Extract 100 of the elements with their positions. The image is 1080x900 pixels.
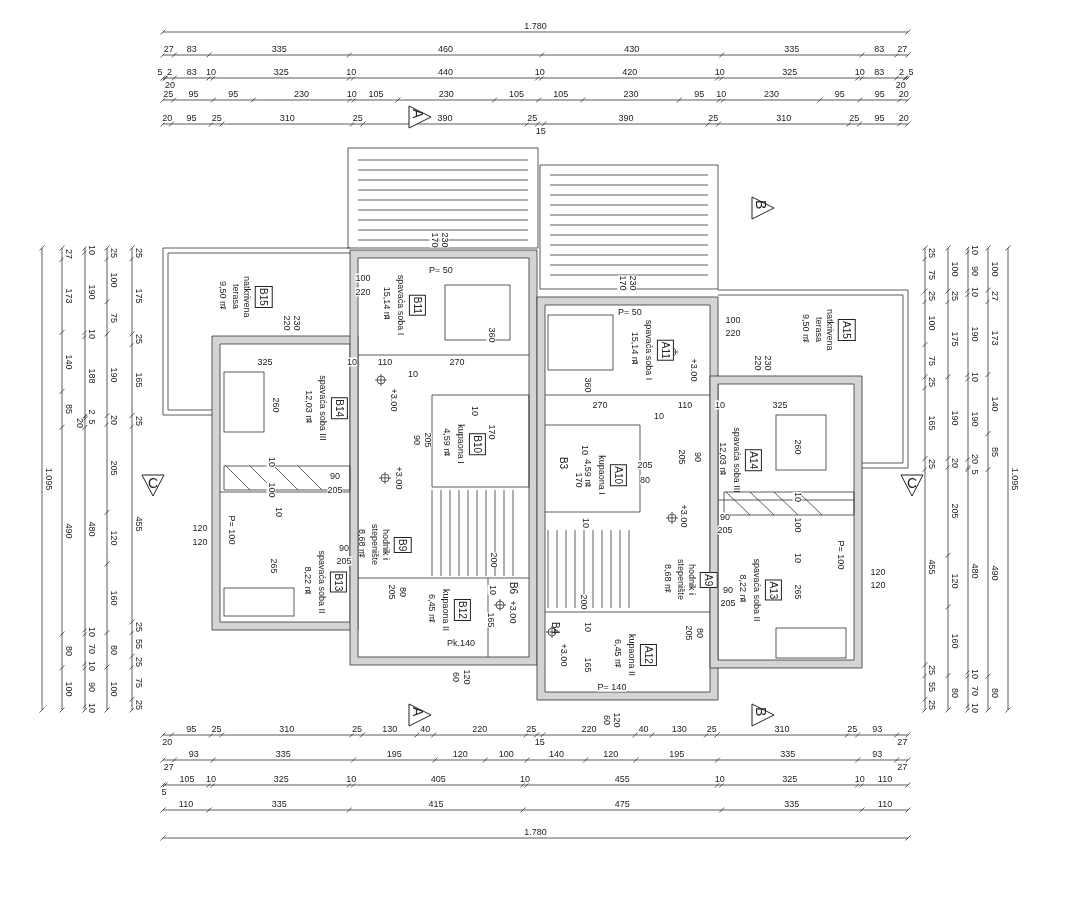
dimension-text: 27 (63, 248, 73, 259)
dimension-text: 110 (877, 799, 893, 809)
dimension-text: 25 (133, 699, 143, 710)
dimension-text: 80 (989, 688, 999, 699)
dimension-text: 10 (579, 445, 589, 455)
dimension-text: 120 (870, 580, 886, 590)
dimension-text: 25 (926, 291, 936, 302)
dimension-text: 205 (336, 556, 352, 566)
dimension-text: 265 (268, 558, 278, 574)
dimension-text: 25 (108, 248, 118, 259)
dimension-text: 120 (192, 523, 208, 533)
dimension-text: 100 (926, 315, 936, 331)
dimension-text: 70 (86, 643, 96, 654)
dimension-text: 25 (211, 113, 222, 123)
dimension-text: 25 (211, 724, 222, 734)
dimension-text: 20 (162, 113, 173, 123)
room-name: kupaona II (440, 589, 451, 631)
room-tag: B15 (254, 286, 273, 308)
dimension-text: 105 (179, 774, 195, 784)
dimension-text: 220 (752, 355, 762, 371)
dimension-text: 25 (526, 724, 537, 734)
dimension-text: 335 (784, 799, 800, 809)
dimension-text: 120 (603, 749, 619, 759)
dimension-text: 360 (582, 377, 592, 393)
dimension-text: 75 (108, 312, 118, 323)
dimension-text: 60 (450, 672, 460, 682)
dimension-text: 160 (108, 590, 118, 606)
dimension-text: 173 (989, 330, 999, 346)
dimension-text: 83 (186, 44, 197, 54)
dimension-text: 105 (553, 89, 569, 99)
dimension-text: 188 (86, 368, 96, 384)
dimension-text: 455 (614, 774, 630, 784)
dimension-text: 25 (163, 89, 174, 99)
dimension-text: 10 (520, 774, 531, 784)
dimension-text: +3.00 (688, 358, 698, 382)
room-tag: A11 (656, 339, 675, 361)
dimension-text: 175 (133, 288, 143, 304)
dimension-text: 55 (133, 639, 143, 650)
dimension-text: 90 (86, 681, 96, 692)
dimension-text: 440 (438, 67, 453, 77)
room-name: spavaća soba II (751, 558, 762, 622)
dimension-text: 230 (438, 89, 454, 99)
dimension-text: 100 (989, 261, 999, 277)
dimension-text: 83 (874, 44, 885, 54)
dimension-text: 390 (437, 113, 453, 123)
dimension-text: 10 (716, 89, 727, 99)
dimension-text: 27 (897, 44, 908, 54)
dimension-text: 80 (108, 644, 118, 655)
dimension-text: 190 (969, 326, 979, 342)
dimension-text: 110 (377, 357, 393, 367)
dimension-text: 95 (186, 113, 197, 123)
dimension-text: 90 (339, 543, 349, 553)
dimension-text: 10 (792, 553, 802, 563)
dimension-text: 95 (874, 113, 885, 123)
dimension-text: 405 (430, 774, 446, 784)
dimension-text: 10 (714, 774, 725, 784)
dimension-text: 360 (486, 327, 496, 343)
dimension-text: 105 (509, 89, 525, 99)
dimension-text: 205 (683, 625, 693, 641)
dimension-text: 220 (581, 724, 597, 734)
dimension-text: 325 (772, 400, 788, 410)
room-name: kupaona I (455, 424, 466, 464)
dimension-text: 2 (86, 409, 96, 415)
dimension-text: P= 50 (618, 307, 642, 317)
dimension-text: 205 (949, 503, 959, 519)
dimension-text: 10 (86, 329, 96, 340)
dimension-text: 170 (429, 232, 439, 248)
dimension-text: 95 (228, 89, 239, 99)
dimension-text: 310 (776, 113, 792, 123)
room-name: hodnik i stepenište (370, 523, 391, 568)
dimension-text: 10 (346, 67, 357, 77)
dimension-text: 10 (969, 702, 979, 713)
dimension-text: 60 (601, 715, 611, 725)
room-name: natkrivena terasa (231, 275, 252, 320)
dimension-text: 190 (969, 411, 979, 427)
dimension-text: 25 (926, 377, 936, 388)
dimension-text: 40 (638, 724, 649, 734)
dimension-text: 430 (624, 44, 640, 54)
dimension-text: 130 (671, 724, 687, 734)
dimension-text: 335 (271, 799, 287, 809)
dimension-text: 25 (133, 334, 143, 345)
dimension-text: Pk.140 (447, 638, 475, 648)
dimension-text: 10 (86, 702, 96, 713)
dimension-text: 110 (677, 400, 693, 410)
dimension-text: 1.095 (1009, 467, 1019, 491)
dimension-text: 160 (949, 633, 959, 649)
dimension-text: 230 (764, 89, 780, 99)
dimension-text: 95 (188, 89, 199, 99)
room-tag: A9 (699, 571, 718, 589)
dimension-text: 195 (386, 749, 402, 759)
dimension-text: +3.00 (388, 388, 398, 412)
dimension-text: 10 (86, 245, 96, 256)
dimension-text: 5 (161, 787, 167, 797)
dimension-text: P= 100 (226, 515, 236, 545)
dimension-text: 200 (578, 594, 588, 610)
dimension-text: 27 (163, 44, 174, 54)
dimension-text: 10 (792, 492, 802, 502)
dimension-text: 230 (294, 89, 309, 99)
dimension-text: 90 (411, 435, 421, 445)
dimension-text: 190 (86, 284, 96, 300)
